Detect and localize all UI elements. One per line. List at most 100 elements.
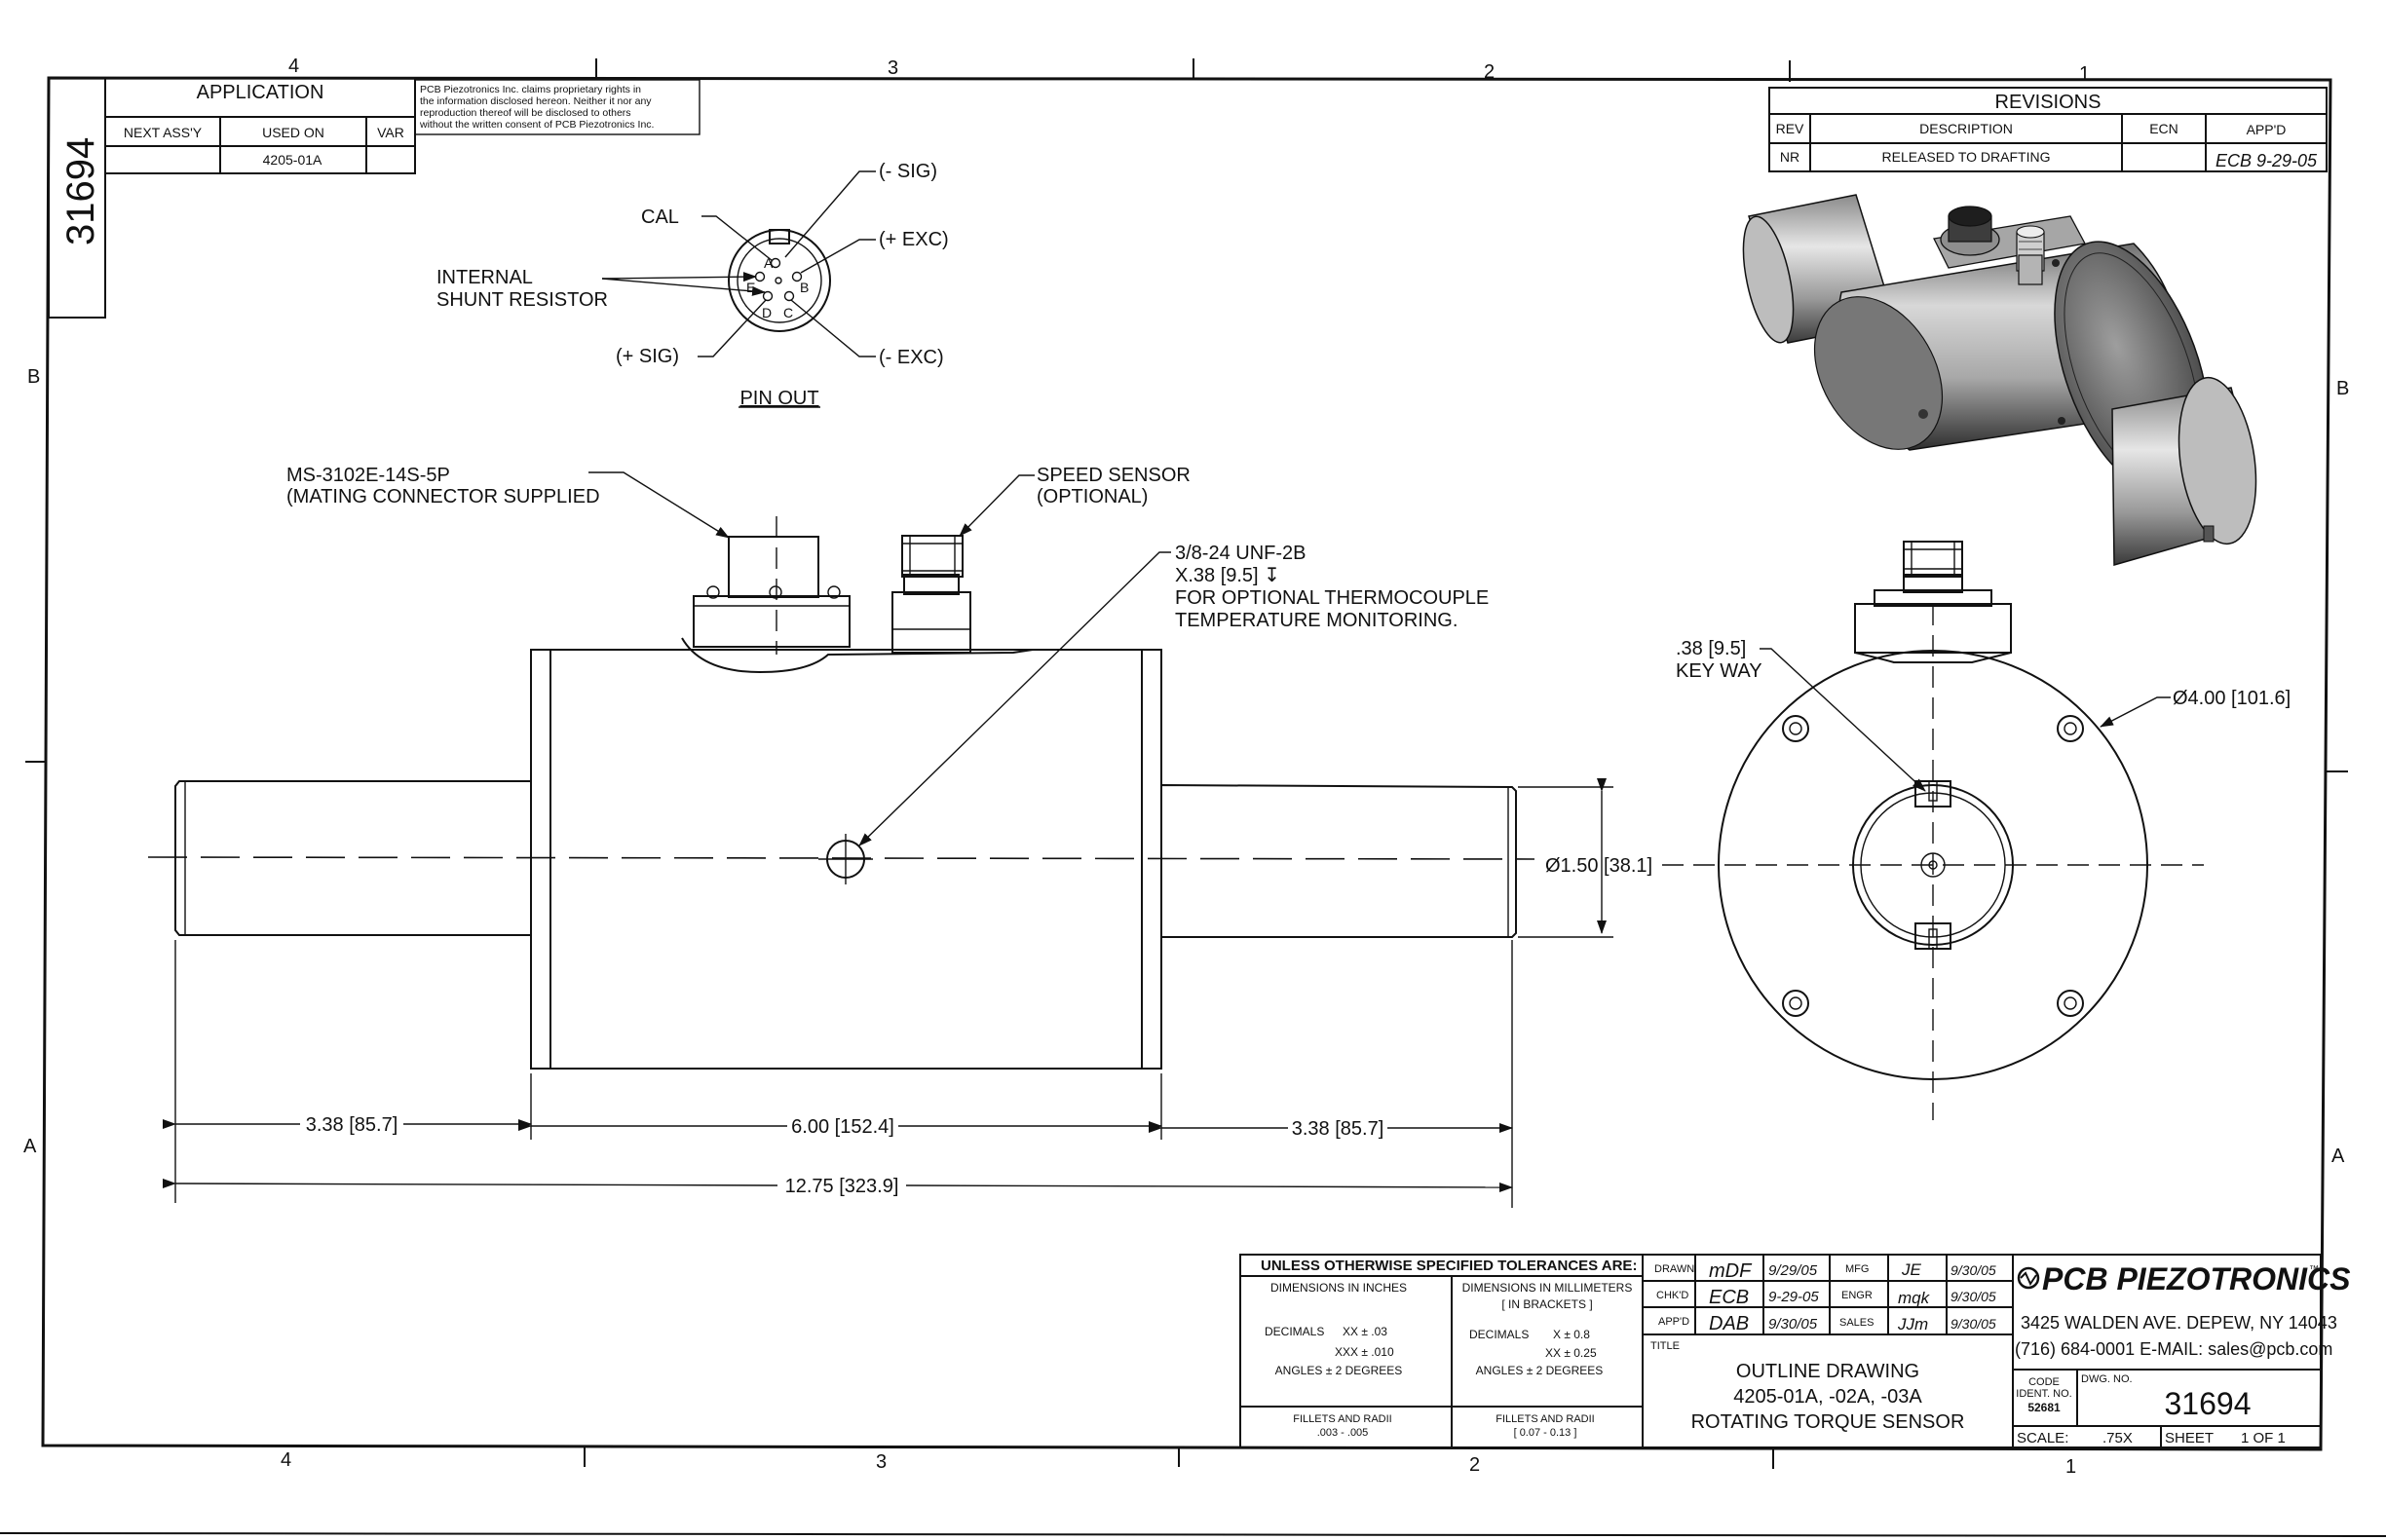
mfg-date: 9/30/05 bbox=[1950, 1262, 1996, 1278]
callout-thread-2: X.38 [9.5] ↧ bbox=[1175, 565, 1280, 586]
sales-label: SALES bbox=[1839, 1317, 1874, 1329]
callout-speed-1: SPEED SENSOR bbox=[1037, 465, 1191, 486]
company-tm: ™ bbox=[2309, 1264, 2319, 1275]
description-value: RELEASED TO DRAFTING bbox=[1882, 149, 2051, 165]
callout-connector-1: MS-3102E-14S-5P bbox=[286, 465, 450, 486]
callout-thread-1: 3/8-24 UNF-2B bbox=[1175, 543, 1307, 564]
pin-a: A bbox=[764, 255, 774, 271]
side-view-callouts: MS-3102E-14S-5P (MATING CONNECTOR SUPPLI… bbox=[286, 465, 1489, 846]
used-on-header: USED ON bbox=[262, 125, 324, 140]
code-label-2: IDENT. NO. bbox=[2016, 1388, 2071, 1400]
tolerance-header: UNLESS OTHERWISE SPECIFIED TOLERANCES AR… bbox=[1261, 1258, 1637, 1274]
dim-body: 6.00 [152.4] bbox=[791, 1116, 894, 1138]
mm-x: X ± 0.8 bbox=[1553, 1328, 1590, 1341]
callout-body-diameter: Ø4.00 [101.6] bbox=[2173, 688, 2291, 709]
fillets-inch-1: FILLETS AND RADII bbox=[1293, 1413, 1391, 1425]
signoff-block: DRAWN mDF 9/29/05 MFG JE 9/30/05 CHK'D E… bbox=[1642, 1254, 2014, 1448]
mm-xx: XX ± 0.25 bbox=[1545, 1346, 1597, 1360]
zone-right-a: A bbox=[2331, 1146, 2345, 1167]
var-header: VAR bbox=[377, 125, 404, 140]
title-line-1: OUTLINE DRAWING bbox=[1736, 1361, 1919, 1382]
used-on-value: 4205-01A bbox=[263, 152, 322, 168]
zone-left-a: A bbox=[23, 1136, 37, 1157]
pin-b: B bbox=[800, 280, 809, 295]
company-block: PCB PIEZOTRONICS ™ 3425 WALDEN AVE. DEPE… bbox=[2012, 1254, 2351, 1448]
mm-decimals-label: DECIMALS bbox=[1469, 1328, 1529, 1341]
mm-angles: ANGLES ± 2 DEGREES bbox=[1476, 1364, 1604, 1377]
pinout-diagram: A B C D E (- SIG) (+ EXC) CAL INTERNAL S… bbox=[436, 161, 949, 409]
dwg-no-label: DWG. NO. bbox=[2081, 1373, 2133, 1385]
code-label-1: CODE bbox=[2028, 1376, 2060, 1388]
application-title: APPLICATION bbox=[197, 82, 324, 103]
callout-connector-2: (MATING CONNECTOR SUPPLIED bbox=[286, 486, 600, 507]
mfg-by: JE bbox=[1901, 1260, 1922, 1279]
callout-keyway-1: .38 [9.5] bbox=[1676, 638, 1746, 659]
callout-thread-3: FOR OPTIONAL THERMOCOUPLE bbox=[1175, 587, 1489, 609]
dim-overall: 12.75 [323.9] bbox=[785, 1176, 899, 1197]
label-neg-exc: (- EXC) bbox=[879, 347, 944, 368]
pcb-logo-icon bbox=[2017, 1266, 2040, 1290]
next-assy-header: NEXT ASS'Y bbox=[124, 125, 203, 140]
proprietary-line-1: PCB Piezotronics Inc. claims proprietary… bbox=[420, 84, 641, 95]
side-view bbox=[147, 516, 1535, 1070]
appd-initials: ECB 9-29-05 bbox=[2216, 151, 2318, 170]
mfg-label: MFG bbox=[1845, 1263, 1869, 1275]
zone-top-3: 3 bbox=[888, 57, 898, 79]
zone-top-1: 1 bbox=[2079, 63, 2090, 85]
appd-header: APP'D bbox=[2247, 122, 2287, 137]
drawn-by: mDF bbox=[1709, 1260, 1753, 1282]
engr-by: mqk bbox=[1898, 1289, 1931, 1307]
fillets-inch-2: .003 - .005 bbox=[1317, 1427, 1369, 1439]
company-contact: (716) 684-0001 E-MAIL: sales@pcb.com bbox=[2015, 1339, 2332, 1359]
label-shunt-resistor: SHUNT RESISTOR bbox=[436, 289, 608, 311]
revisions-table: REVISIONS REV DESCRIPTION ECN APP'D NR R… bbox=[1768, 87, 2328, 172]
rev-value: NR bbox=[1780, 149, 1799, 165]
side-dwg-number: 31694 bbox=[59, 137, 102, 245]
company-name: PCB PIEZOTRONICS bbox=[2042, 1261, 2351, 1296]
proprietary-line-4: without the written consent of PCB Piezo… bbox=[419, 119, 654, 131]
inch-xxx: XXX ± .010 bbox=[1335, 1345, 1394, 1359]
proprietary-line-3: reproduction thereof will be disclosed t… bbox=[420, 107, 631, 119]
dim-shaft-diameter: Ø1.50 [38.1] bbox=[1545, 855, 1652, 877]
zone-bottom-3: 3 bbox=[876, 1451, 887, 1473]
dwg-no: 31694 bbox=[2165, 1386, 2252, 1421]
sheet-label: SHEET bbox=[2165, 1430, 2214, 1446]
callout-speed-2: (OPTIONAL) bbox=[1037, 486, 1148, 507]
mm-title-2: [ IN BRACKETS ] bbox=[1501, 1297, 1592, 1311]
revisions-title: REVISIONS bbox=[1995, 92, 2102, 113]
callout-thread-4: TEMPERATURE MONITORING. bbox=[1175, 610, 1458, 631]
callout-keyway-2: KEY WAY bbox=[1676, 660, 1762, 682]
drawn-label: DRAWN bbox=[1654, 1263, 1694, 1275]
chkd-by: ECB bbox=[1709, 1287, 1749, 1308]
label-cal: CAL bbox=[641, 207, 679, 228]
title-label: TITLE bbox=[1650, 1340, 1680, 1352]
end-view bbox=[1662, 541, 2204, 1120]
sales-date: 9/30/05 bbox=[1950, 1316, 1996, 1332]
zone-bottom-2: 2 bbox=[1469, 1454, 1480, 1476]
chkd-date: 9-29-05 bbox=[1768, 1289, 1819, 1305]
isometric-view bbox=[1742, 194, 2257, 566]
appd-label: APP'D bbox=[1658, 1316, 1689, 1328]
zone-labels: 4 3 2 1 4 3 2 1 B A B A bbox=[23, 56, 2349, 1478]
proprietary-line-2: the information disclosed hereon. Neithe… bbox=[420, 95, 652, 107]
label-neg-sig: (- SIG) bbox=[879, 161, 937, 182]
label-pos-exc: (+ EXC) bbox=[879, 229, 949, 250]
drawing-border bbox=[0, 58, 2386, 1537]
engr-date: 9/30/05 bbox=[1950, 1289, 1996, 1304]
chkd-label: CHK'D bbox=[1656, 1290, 1688, 1301]
dim-left-shaft: 3.38 [85.7] bbox=[306, 1114, 398, 1136]
appd-date: 9/30/05 bbox=[1768, 1316, 1818, 1333]
inch-decimals-label: DECIMALS bbox=[1265, 1325, 1324, 1338]
zone-bottom-1: 1 bbox=[2065, 1456, 2076, 1478]
end-view-callouts: .38 [9.5] KEY WAY Ø4.00 [101.6] bbox=[1676, 638, 2291, 792]
pin-e: E bbox=[746, 280, 755, 295]
title-line-3: ROTATING TORQUE SENSOR bbox=[1691, 1411, 1965, 1433]
title-line-2: 4205-01A, -02A, -03A bbox=[1733, 1386, 1922, 1408]
label-internal: INTERNAL bbox=[436, 267, 533, 288]
tolerance-block: UNLESS OTHERWISE SPECIFIED TOLERANCES AR… bbox=[1239, 1254, 1644, 1448]
fillets-mm-2: [ 0.07 - 0.13 ] bbox=[1514, 1427, 1577, 1439]
zone-top-4: 4 bbox=[288, 56, 299, 77]
fillets-mm-1: FILLETS AND RADII bbox=[1496, 1413, 1594, 1425]
sales-by: JJm bbox=[1897, 1315, 1928, 1333]
